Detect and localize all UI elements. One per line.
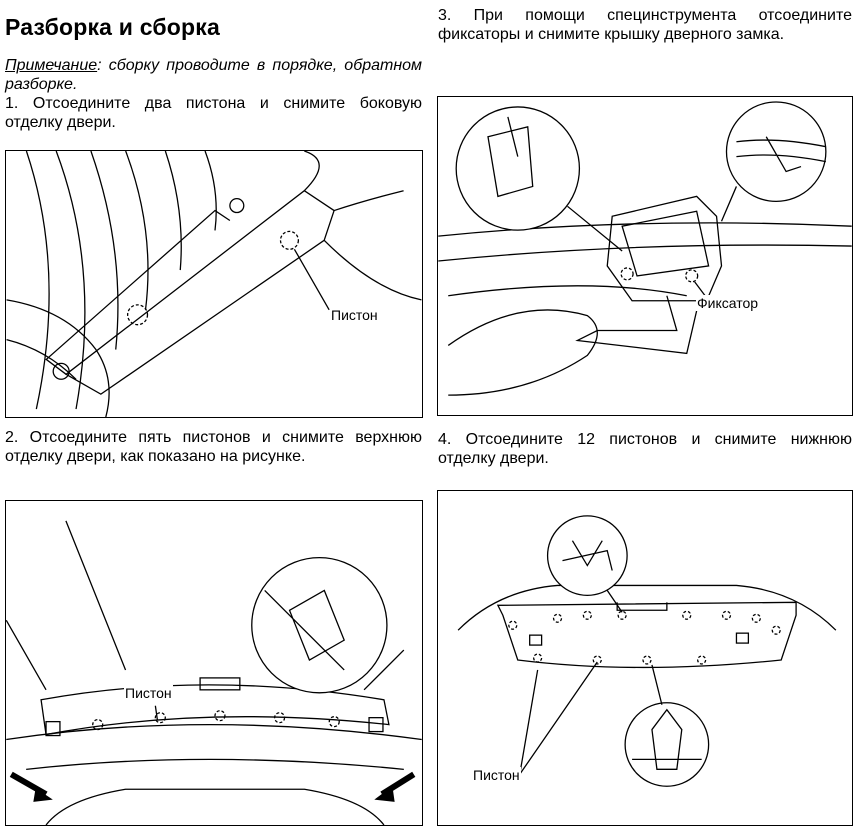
figure-lower-trim: Пистон (437, 490, 853, 826)
step-2-text: 2. Отсоедините пять пистонов и снимите в… (5, 429, 422, 465)
side-trim-illustration (6, 151, 422, 417)
lower-trim-illustration (457, 515, 837, 787)
note-label: Примечание (5, 57, 98, 74)
figure-side-trim: Пистон (5, 150, 423, 418)
step-3-text: 3. При помощи специнструмента отсоединит… (438, 7, 852, 43)
piston-label: Пистон (124, 685, 173, 701)
note-text: : сборку проводите в порядке, обратном р… (5, 57, 422, 93)
note-paragraph: Примечание: сборку проводите в порядке, … (5, 56, 422, 94)
piston-label: Пистон (330, 307, 379, 323)
step-1-text: 1. Отсоедините два пистона и снимите бок… (5, 95, 422, 131)
page-title: Разборка и сборка (5, 14, 220, 40)
retainer-label: Фиксатор (696, 295, 760, 311)
upper-trim-illustration (6, 520, 422, 825)
lock-cover-illustration (438, 101, 852, 396)
figure-upper-trim: Пистон (5, 500, 423, 826)
step-4-text: 4. Отсоедините 12 пистонов и снимите ниж… (438, 431, 852, 467)
piston-label: Пистон (472, 767, 521, 783)
figure-lock-cover: Фиксатор (437, 96, 853, 416)
